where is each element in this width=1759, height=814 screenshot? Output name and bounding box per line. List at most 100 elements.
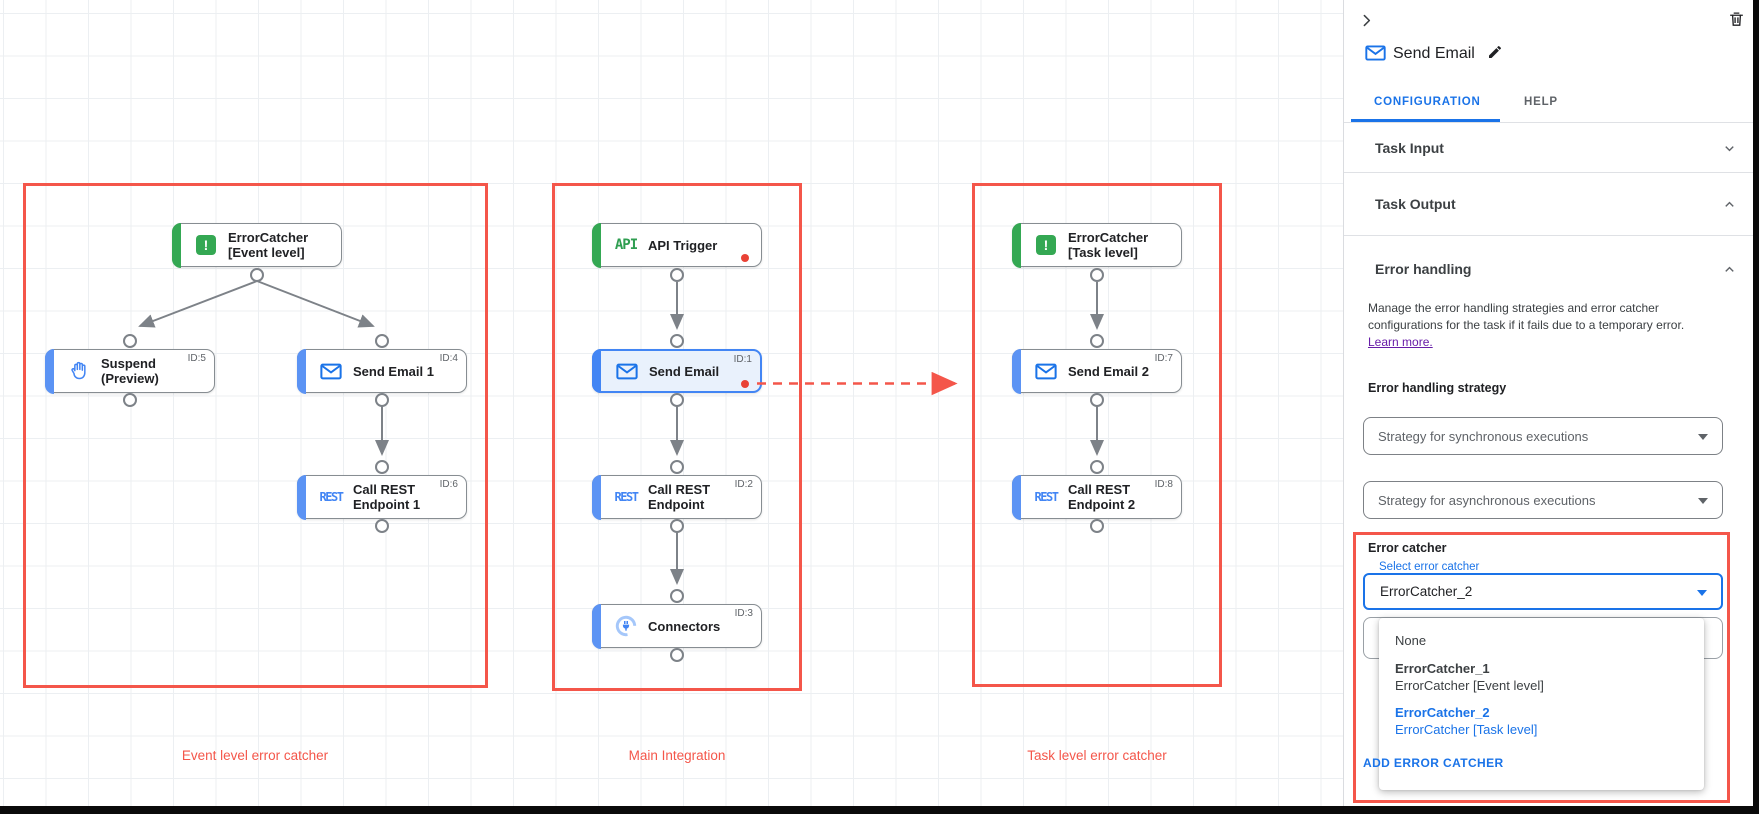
node-accent-bar xyxy=(296,348,306,394)
caption-event-level: Event level error catcher xyxy=(181,748,329,763)
menu-option-errorcatcher-2-desc[interactable]: ErrorCatcher [Task level] xyxy=(1395,722,1538,737)
node-accent-bar xyxy=(591,222,601,268)
rest-icon: REST xyxy=(1034,490,1059,504)
section-error-handling[interactable]: Error handling xyxy=(1375,261,1472,277)
node-label: Call REST Endpoint 2 xyxy=(1068,482,1136,512)
task-config-panel: Send Email CONFIGURATION HELP Task Input… xyxy=(1343,0,1759,814)
sync-strategy-select[interactable]: Strategy for synchronous executions xyxy=(1363,417,1723,455)
task-id-badge: ID:2 xyxy=(734,479,753,490)
node-label: Call REST Endpoint xyxy=(648,482,711,512)
error-catcher-annotation-box xyxy=(1353,532,1730,803)
node-errorcatcher-event-level[interactable]: ! ErrorCatcher [Event level] xyxy=(171,222,342,268)
error-catcher-icon: ! xyxy=(1030,235,1062,255)
task-id-badge: ID:8 xyxy=(1154,479,1173,490)
mail-icon xyxy=(611,363,643,380)
node-label: ErrorCatcher [Event level] xyxy=(228,230,309,260)
tab-configuration[interactable]: CONFIGURATION xyxy=(1374,96,1481,108)
menu-option-errorcatcher-1-desc[interactable]: ErrorCatcher [Event level] xyxy=(1395,678,1544,693)
task-id-badge: ID:3 xyxy=(734,608,753,619)
node-accent-bar xyxy=(591,474,601,520)
chevron-up-icon[interactable] xyxy=(1722,197,1737,217)
task-level-group-box xyxy=(972,183,1222,687)
mail-icon xyxy=(1030,363,1062,380)
error-catcher-label: Error catcher xyxy=(1368,541,1447,555)
dropdown-caret-icon xyxy=(1698,434,1708,440)
panel-title: Send Email xyxy=(1393,45,1475,62)
node-call-rest-endpoint-1[interactable]: REST Call REST Endpoint 1 ID:6 xyxy=(296,474,467,520)
chevron-up-icon[interactable] xyxy=(1722,262,1737,282)
chevron-down-icon[interactable] xyxy=(1722,141,1737,161)
node-suspend-preview[interactable]: Suspend (Preview) ID:5 xyxy=(44,348,215,394)
async-strategy-value: Strategy for asynchronous executions xyxy=(1378,492,1596,508)
description-line-2: configurations for the task if it fails … xyxy=(1368,318,1685,332)
async-strategy-select[interactable]: Strategy for asynchronous executions xyxy=(1363,481,1723,519)
node-api-trigger[interactable]: API API Trigger xyxy=(591,222,762,268)
dropdown-caret-icon xyxy=(1698,498,1708,504)
error-handling-strategy-label: Error handling strategy xyxy=(1368,381,1507,395)
error-catcher-menu: None ErrorCatcher_1 ErrorCatcher [Event … xyxy=(1379,618,1704,790)
node-send-email-2[interactable]: Send Email 2 ID:7 xyxy=(1011,348,1182,394)
connectors-icon xyxy=(610,615,642,637)
learn-more-link[interactable]: Learn more. xyxy=(1368,335,1433,349)
menu-option-errorcatcher-2[interactable]: ErrorCatcher_2 xyxy=(1395,705,1490,720)
error-catcher-value: ErrorCatcher_2 xyxy=(1380,584,1473,599)
node-connectors[interactable]: Connectors ID:3 xyxy=(591,603,762,649)
menu-option-errorcatcher-1[interactable]: ErrorCatcher_1 xyxy=(1395,661,1490,676)
active-tab-underline xyxy=(1351,119,1500,122)
node-call-rest-endpoint[interactable]: REST Call REST Endpoint ID:2 xyxy=(591,474,762,520)
menu-option-none[interactable]: None xyxy=(1395,633,1427,648)
task-id-badge: ID:7 xyxy=(1154,353,1173,364)
task-id-badge: ID:6 xyxy=(439,479,458,490)
node-accent-bar xyxy=(591,603,601,649)
node-accent-bar xyxy=(296,474,306,520)
section-task-input[interactable]: Task Input xyxy=(1375,140,1444,156)
rest-icon: REST xyxy=(319,490,344,504)
task-id-badge: ID:4 xyxy=(439,353,458,364)
collapse-panel-icon[interactable] xyxy=(1358,12,1375,34)
node-accent-bar xyxy=(1011,348,1021,394)
node-call-rest-endpoint-2[interactable]: REST Call REST Endpoint 2 ID:8 xyxy=(1011,474,1182,520)
api-trigger-icon: API xyxy=(614,237,638,253)
node-label: ErrorCatcher [Task level] xyxy=(1068,230,1149,260)
edit-title-icon[interactable] xyxy=(1487,44,1503,65)
main-integration-group-box xyxy=(552,183,802,691)
divider xyxy=(1344,172,1754,173)
add-error-catcher-button[interactable]: ADD ERROR CATCHER xyxy=(1363,756,1504,770)
error-catcher-icon: ! xyxy=(190,235,222,255)
node-accent-bar xyxy=(592,349,601,393)
divider xyxy=(1344,235,1754,236)
integration-canvas[interactable]: Event level error catcher Main Integrati… xyxy=(0,0,1343,806)
node-send-email-selected[interactable]: Send Email ID:1 xyxy=(592,349,762,393)
dropdown-caret-icon xyxy=(1697,589,1707,596)
divider xyxy=(1344,122,1754,123)
section-task-output[interactable]: Task Output xyxy=(1375,196,1456,212)
task-id-badge: ID:5 xyxy=(187,353,206,364)
node-accent-bar xyxy=(44,348,54,394)
caption-main-integration: Main Integration xyxy=(628,748,726,763)
node-label: Connectors xyxy=(648,618,721,634)
delete-task-icon[interactable] xyxy=(1728,11,1745,33)
error-catcher-select[interactable]: ErrorCatcher_2 xyxy=(1363,573,1723,610)
rest-icon: REST xyxy=(614,490,639,504)
node-send-email-1[interactable]: Send Email 1 ID:4 xyxy=(296,348,467,394)
node-accent-bar xyxy=(171,222,181,268)
node-label: API Trigger xyxy=(648,237,718,253)
caption-task-level: Task level error catcher xyxy=(1027,748,1167,763)
event-level-group-box xyxy=(23,183,488,688)
select-error-catcher-label: Select error catcher xyxy=(1374,561,1485,573)
node-errorcatcher-task-level[interactable]: ! ErrorCatcher [Task level] xyxy=(1011,222,1182,268)
node-label: Send Email 1 xyxy=(353,363,434,379)
node-label: Call REST Endpoint 1 xyxy=(353,482,421,512)
task-id-badge: ID:1 xyxy=(733,354,752,365)
tab-help[interactable]: HELP xyxy=(1524,96,1558,108)
node-accent-bar xyxy=(1011,222,1021,268)
task-type-mail-icon xyxy=(1365,45,1386,66)
description-line-1: Manage the error handling strategies and… xyxy=(1368,301,1659,315)
node-label: Suspend (Preview) xyxy=(101,356,159,386)
node-label: Send Email xyxy=(649,363,720,379)
mail-icon xyxy=(315,363,347,380)
error-handling-description: Manage the error handling strategies and… xyxy=(1368,300,1740,351)
sync-strategy-value: Strategy for synchronous executions xyxy=(1378,428,1589,444)
screenshot-right-bar xyxy=(1753,0,1759,814)
